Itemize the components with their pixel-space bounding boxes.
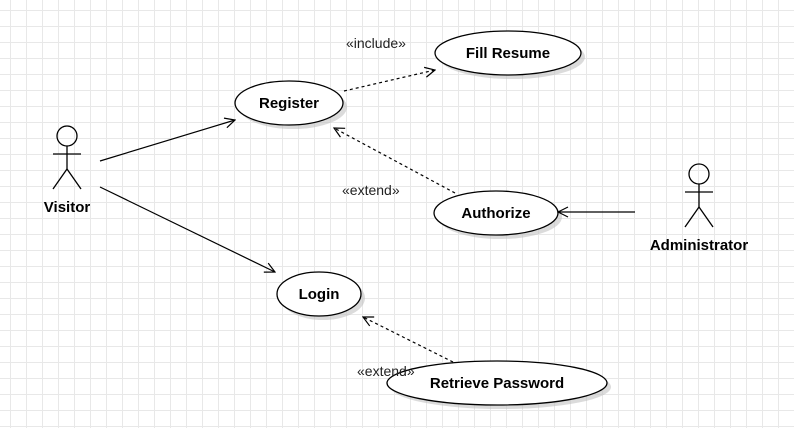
actor-administrator[interactable]: Administrator — [650, 163, 749, 254]
extend-stereotype-label: «extend» — [342, 182, 400, 198]
use-case-login-label: Login — [299, 286, 340, 303]
use-case-retrieve-password[interactable]: Retrieve Password — [386, 360, 611, 409]
use-case-ellipse — [234, 80, 344, 126]
extend-authorize-register[interactable] — [334, 128, 456, 194]
extend-retrieve-password-login[interactable] — [363, 317, 454, 363]
use-case-authorize[interactable]: Authorize — [433, 190, 562, 239]
include-stereotype-label: «include» — [346, 35, 406, 51]
actor-head — [688, 163, 710, 185]
actor-visitor-label: Visitor — [44, 199, 91, 216]
association-visitor-register[interactable] — [99, 120, 235, 162]
use-case-ellipse — [276, 271, 362, 317]
use-case-register-label: Register — [259, 95, 319, 112]
use-case-ellipse — [386, 360, 608, 406]
actor-right-leg — [698, 206, 714, 228]
actor-visitor[interactable]: Visitor — [44, 125, 91, 216]
include-register-fill-resume[interactable] — [343, 70, 435, 92]
use-case-ellipse — [434, 30, 582, 76]
actor-head — [56, 125, 78, 147]
use-case-register[interactable]: Register — [234, 80, 347, 129]
use-case-fill-resume[interactable]: Fill Resume — [434, 30, 585, 79]
actor-left-leg — [52, 168, 68, 190]
actor-administrator-label: Administrator — [650, 237, 749, 254]
association-visitor-login[interactable] — [99, 186, 275, 272]
extend-stereotype-label: «extend» — [357, 363, 415, 379]
actor-left-leg — [684, 206, 700, 228]
use-case-fill-resume-label: Fill Resume — [466, 45, 550, 62]
actor-right-leg — [66, 168, 82, 190]
use-case-authorize-label: Authorize — [461, 205, 530, 222]
use-case-retrieve-password-label: Retrieve Password — [430, 375, 564, 392]
use-case-login[interactable]: Login — [276, 271, 365, 320]
